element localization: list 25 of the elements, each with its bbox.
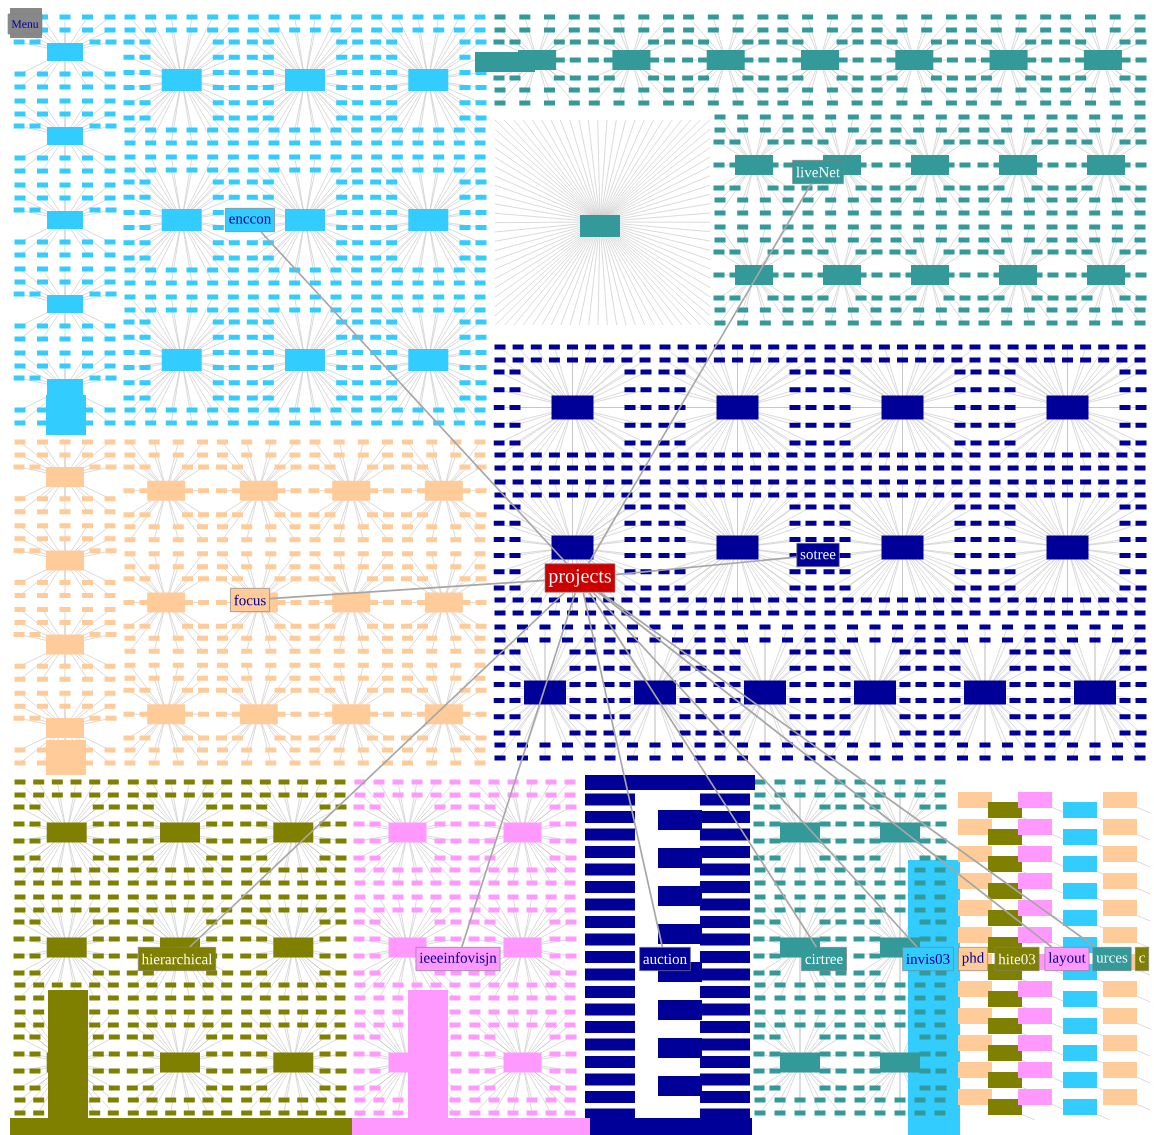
graph-node: enccon [225,208,275,232]
graph-node: Menu [7,13,43,35]
graph-node: layout [1044,947,1090,971]
graph-node: cirtree [801,947,847,971]
graph-node: focus [230,588,270,612]
graph-node: sotree [796,543,840,567]
connector-line [260,231,568,565]
connector-line [592,591,918,948]
graph-node: urces [1092,947,1132,971]
graph-node: liveNet [792,160,844,184]
connector-line [461,591,577,948]
graph-node: hite03 [994,947,1040,971]
graph-node: phd [958,947,988,971]
graph-node: c [1135,947,1149,971]
connector-line [588,591,818,948]
connector-line [269,579,546,600]
graph-node: projects [544,563,616,593]
connector-line [614,556,798,576]
graph-node: hierarchical [137,947,217,971]
graph-node: ieeeinfovisjn [415,947,501,971]
graph-node: auction [639,947,691,971]
graph-node: invis03 [902,947,954,971]
connector-line [188,591,566,948]
connector-line [587,183,812,565]
connector-line [582,591,664,948]
